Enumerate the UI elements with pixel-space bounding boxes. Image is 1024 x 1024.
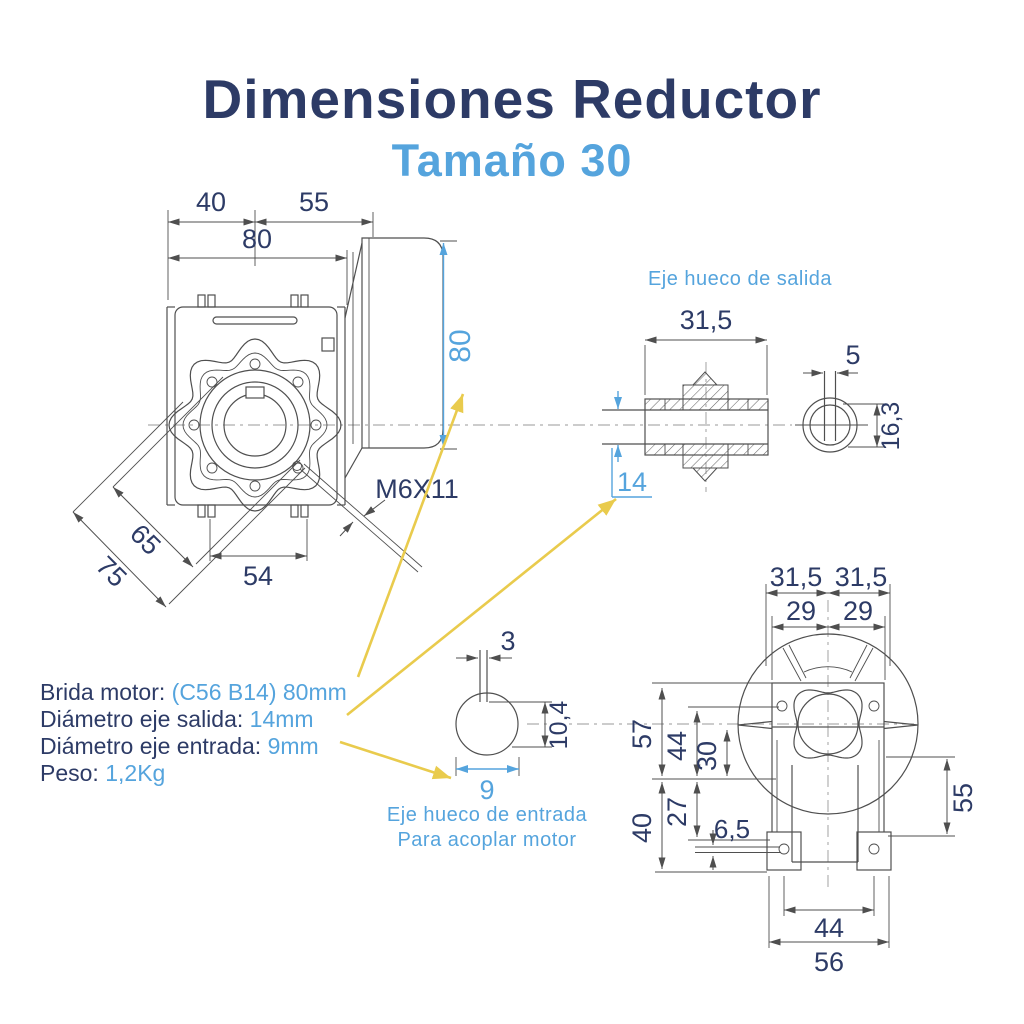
page-title: Dimensiones Reductor	[202, 68, 821, 130]
dim-56-base: 56	[814, 947, 844, 977]
input-shaft-view: 3 10,4 9 Eje hueco de entrada Para acopl…	[387, 626, 588, 851]
dim-44-feet: 44	[814, 913, 844, 943]
dim-29-left: 29	[786, 596, 816, 626]
input-shaft-title-1: Eje hueco de entrada	[387, 804, 588, 826]
flange-outer-lobes	[168, 338, 342, 512]
spec-eje-salida: Diámetro eje salida: 14mm	[40, 706, 314, 732]
rear-view-dimensions: 31,5 31,5 29 29 57 44 30 40 27 6,5	[627, 562, 978, 977]
keyway-notch	[245, 386, 265, 399]
dim-65: 65	[124, 518, 166, 560]
dim-27: 27	[662, 797, 692, 827]
dim-75: 75	[90, 550, 132, 592]
input-shaft-title-2: Para acoplar motor	[397, 829, 576, 851]
output-shaft-view: Eje hueco de salida 31,5 14	[602, 268, 905, 498]
dim-57: 57	[627, 719, 657, 749]
dim-55-right: 55	[948, 783, 978, 813]
bolt-holes	[188, 358, 322, 492]
front-view-dimensions: 40 55 80 80 65 75 54 M6X11	[72, 187, 477, 608]
dim-16-3: 16,3	[877, 402, 905, 451]
dim-10-4: 10,4	[545, 701, 573, 750]
spec-peso: Peso: 1,2Kg	[40, 760, 165, 786]
dim-9-bore: 9	[479, 775, 494, 805]
dim-31-5-right: 31,5	[835, 562, 888, 592]
dim-30: 30	[692, 741, 722, 771]
front-view-gearbox	[72, 237, 444, 605]
dim-29-right: 29	[843, 596, 873, 626]
spec-list: Brida motor: (C56 B14) 80mm Diámetro eje…	[40, 679, 347, 786]
dim-31-5-output: 31,5	[680, 305, 733, 335]
rear-view-gearbox	[737, 633, 919, 871]
output-shaft-title: Eje hueco de salida	[648, 268, 832, 290]
arrow-eje-salida	[346, 497, 617, 717]
dim-80-height: 80	[444, 329, 477, 362]
arrow-eje-entrada	[339, 740, 452, 780]
motor-flange-plate	[361, 237, 444, 449]
dim-31-5-left: 31,5	[770, 562, 823, 592]
tooth-top	[691, 371, 719, 386]
dim-44-side: 44	[662, 731, 692, 761]
dim-14-bore: 14	[617, 467, 647, 497]
arrow-brida-motor	[356, 393, 465, 678]
page-subtitle: Tamaño 30	[392, 135, 633, 186]
screw-label: M6X11	[375, 474, 459, 504]
cloverleaf-pocket	[793, 689, 863, 759]
spec-eje-entrada: Diámetro eje entrada: 9mm	[40, 733, 319, 759]
dim-54: 54	[243, 561, 273, 591]
screw-hole	[292, 461, 302, 471]
dim-3-keyway: 3	[500, 626, 515, 656]
dim-5-keyway: 5	[845, 340, 860, 370]
dim-40-rear: 40	[627, 813, 657, 843]
dim-80-width: 80	[242, 224, 272, 254]
dim-6-5-hole: 6,5	[714, 814, 750, 844]
tooth-bottom	[691, 467, 719, 482]
dim-55: 55	[299, 187, 329, 217]
dim-40: 40	[196, 187, 226, 217]
flange-inner-lobes	[182, 352, 328, 498]
callout-arrows	[339, 393, 617, 780]
spec-brida-motor: Brida motor: (C56 B14) 80mm	[40, 679, 347, 705]
